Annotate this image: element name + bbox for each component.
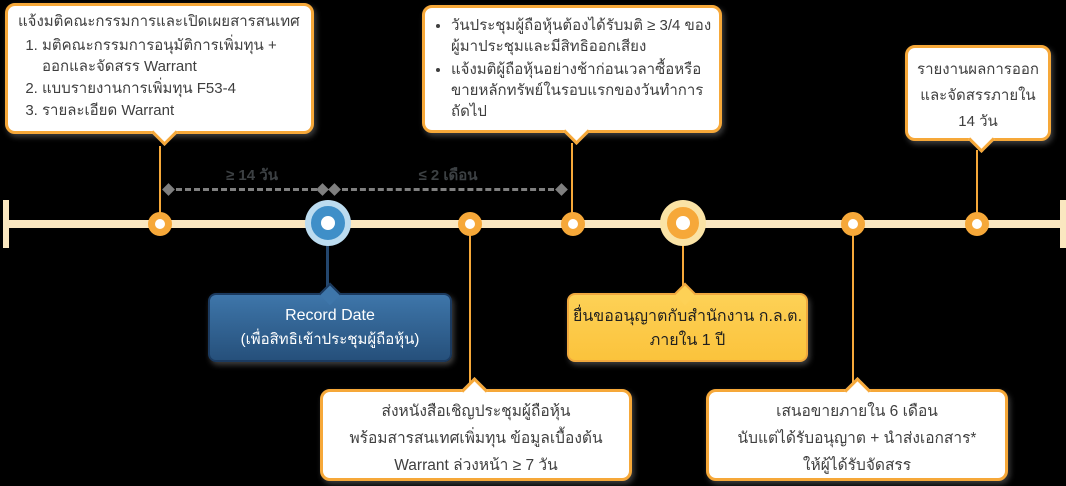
- diamond-endpoint-icon: [162, 183, 175, 196]
- shareholder-meeting-list: วันประชุมผู้ถือหุ้นต้องได้รับมติ ≥ 3/4 ข…: [433, 15, 713, 122]
- milestone-dot-offering: [841, 212, 865, 236]
- offering-line: นับแต่ได้รับอนุญาต + นำส่งเอกสาร*: [737, 430, 977, 447]
- connector-record-date: [326, 243, 329, 295]
- connector-result-report: [976, 150, 978, 214]
- list-item: วันประชุมผู้ถือหุ้นต้องได้รับมติ ≥ 3/4 ข…: [451, 15, 713, 57]
- sec-filing-line: ภายใน 1 ปี: [649, 332, 726, 349]
- result-report-line: รายงานผลการออก: [917, 61, 1039, 78]
- sec-filing-line: ยื่นขออนุญาตกับสำนักงาน ก.ล.ต.: [572, 308, 803, 325]
- milestone-dot-result-report: [965, 212, 989, 236]
- list-item: รายละเอียด Warrant: [42, 100, 303, 121]
- connector-shareholder-meeting: [571, 143, 573, 214]
- offering-line: เสนอขายภายใน 6 เดือน: [776, 403, 938, 420]
- record-date-marker: [305, 200, 351, 246]
- milestone-dot-shareholder-meeting: [561, 212, 585, 236]
- result-report-line: และจัดสรรภายใน: [920, 87, 1036, 104]
- invitation-line: พร้อมสารสนเทศเพิ่มทุน ข้อมูลเบื้องต้น: [349, 430, 603, 447]
- list-item: แบบรายงานการเพิ่มทุน F53-4: [42, 78, 303, 99]
- list-item: มติคณะกรรมการอนุมัติการเพิ่มทุน + ออกและ…: [42, 35, 303, 77]
- callout-offering: เสนอขายภายใน 6 เดือน นับแต่ได้รับอนุญาต …: [706, 377, 1008, 481]
- connector-offering: [852, 234, 854, 391]
- result-report-line: 14 วัน: [958, 113, 998, 130]
- connector-board-resolution: [159, 146, 161, 214]
- duration-label-14-days: ≥ 14 วัน: [226, 167, 278, 184]
- diamond-endpoint-icon: [328, 183, 341, 196]
- timeline-end-cap: [1060, 200, 1066, 248]
- connector-invitation-letter: [469, 234, 471, 391]
- callout-board-resolution: แจ้งมติคณะกรรมการและเปิดเผยสารสนเทศ มติค…: [5, 3, 314, 146]
- callout-sec-filing: ยื่นขออนุญาตกับสำนักงาน ก.ล.ต. ภายใน 1 ป…: [567, 282, 808, 362]
- callout-pointer: [151, 119, 178, 146]
- timeline-axis: [3, 220, 1064, 228]
- callout-pointer: [673, 282, 697, 306]
- sec-filing-marker: [660, 200, 706, 246]
- invitation-line: Warrant ล่วงหน้า ≥ 7 วัน: [394, 457, 558, 474]
- board-resolution-list: มติคณะกรรมการอนุมัติการเพิ่มทุน + ออกและ…: [18, 35, 303, 121]
- callout-invitation-letter: ส่งหนังสือเชิญประชุมผู้ถือหุ้น พร้อมสารส…: [320, 377, 632, 481]
- sec-filing-dot: [667, 207, 699, 239]
- offering-line: ให้ผู้ได้รับจัดสรร: [802, 457, 912, 474]
- timeline-start-cap: [3, 200, 9, 248]
- record-date-dot: [311, 206, 345, 240]
- record-date-line: Record Date: [285, 307, 375, 324]
- callout-result-report: รายงานผลการออก และจัดสรรภายใน 14 วัน: [905, 45, 1051, 153]
- callout-shareholder-meeting: วันประชุมผู้ถือหุ้นต้องได้รับมติ ≥ 3/4 ข…: [422, 5, 722, 145]
- duration-dashed-line-2-months: [342, 188, 554, 191]
- callout-pointer: [563, 118, 590, 145]
- list-item: แจ้งมติผู้ถือหุ้นอย่างช้าก่อนเวลาซื้อหรื…: [451, 59, 713, 122]
- record-date-line: (เพื่อสิทธิเข้าประชุมผู้ถือหุ้น): [240, 331, 420, 348]
- invitation-line: ส่งหนังสือเชิญประชุมผู้ถือหุ้น: [381, 403, 571, 420]
- milestone-dot-invitation-letter: [458, 212, 482, 236]
- board-resolution-title: แจ้งมติคณะกรรมการและเปิดเผยสารสนเทศ: [18, 13, 300, 30]
- callout-pointer: [318, 282, 342, 306]
- callout-record-date: Record Date (เพื่อสิทธิเข้าประชุมผู้ถือห…: [208, 282, 452, 362]
- milestone-dot-board-resolution: [148, 212, 172, 236]
- diamond-endpoint-icon: [555, 183, 568, 196]
- duration-dashed-line-14-days: [176, 188, 317, 191]
- duration-label-2-months: ≤ 2 เดือน: [418, 167, 478, 184]
- connector-sec-filing: [682, 243, 684, 295]
